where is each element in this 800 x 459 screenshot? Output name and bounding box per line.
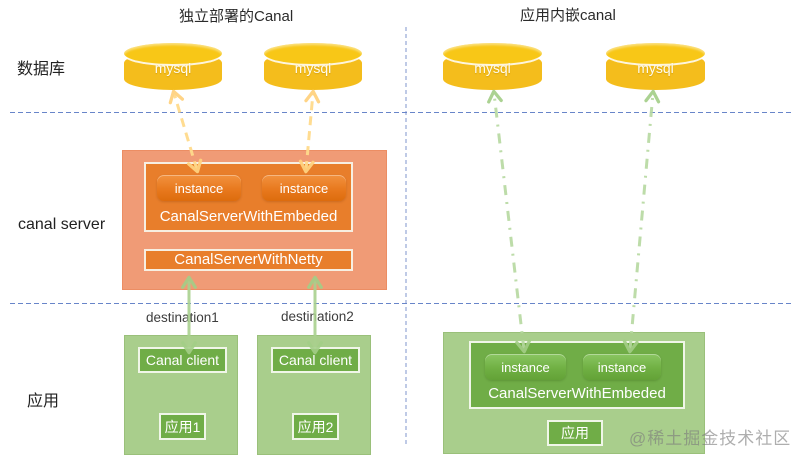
- cylinder-top: [264, 43, 362, 64]
- embedded-server-label: CanalServerWithEmbeded: [488, 385, 666, 402]
- canal-server-embedded-box: instance instance CanalServerWithEmbeded: [144, 162, 353, 232]
- cylinder-top: [124, 43, 222, 64]
- right-section-title: 应用内嵌canal: [520, 7, 616, 24]
- instance-box: instance: [485, 354, 566, 380]
- client-app-box-1: Canal client 应用1: [124, 335, 238, 455]
- canal-server-box: instance instance CanalServerWithEmbeded…: [122, 150, 387, 290]
- canal-server-netty-label: CanalServerWithNetty: [174, 251, 323, 268]
- mysql-database-icon: mysql: [264, 43, 362, 90]
- watermark: @稀土掘金技术社区: [629, 429, 792, 448]
- instance-box: instance: [583, 354, 661, 380]
- destination1-label: destination1: [146, 310, 219, 325]
- embedded-server-box: instance instance CanalServerWithEmbeded: [469, 341, 685, 409]
- app1-box: 应用1: [159, 413, 206, 440]
- canal-client-box: Canal client: [271, 347, 360, 373]
- left-section-title: 独立部署的Canal: [179, 8, 294, 25]
- cylinder-top: [443, 43, 542, 64]
- mysql-label: mysql: [294, 60, 332, 76]
- row-label-database: 数据库: [17, 61, 66, 78]
- embedded-mysql-arrow-2: [622, 89, 661, 354]
- app-box: 应用: [547, 420, 603, 446]
- mysql-label: mysql: [474, 60, 511, 76]
- mysql-database-icon: mysql: [124, 43, 222, 90]
- mysql-database-icon: mysql: [606, 43, 705, 90]
- instance-box: instance: [157, 175, 241, 201]
- canal-client-box: Canal client: [138, 347, 227, 373]
- app2-box: 应用2: [292, 413, 339, 440]
- embedded-mysql-arrow-1: [487, 89, 531, 354]
- row-label-app: 应用: [27, 393, 60, 410]
- canal-server-netty-box: CanalServerWithNetty: [144, 249, 353, 271]
- mysql-label: mysql: [637, 60, 674, 76]
- mysql-label: mysql: [154, 60, 192, 76]
- cylinder-top: [606, 43, 705, 64]
- destination2-label: destination2: [281, 309, 354, 324]
- canal-server-embedded-label: CanalServerWithEmbeded: [159, 208, 338, 225]
- mysql-database-icon: mysql: [443, 43, 542, 90]
- row-label-canal-server: canal server: [18, 216, 106, 233]
- instance-box: instance: [262, 175, 346, 201]
- client-app-box-2: Canal client 应用2: [257, 335, 371, 455]
